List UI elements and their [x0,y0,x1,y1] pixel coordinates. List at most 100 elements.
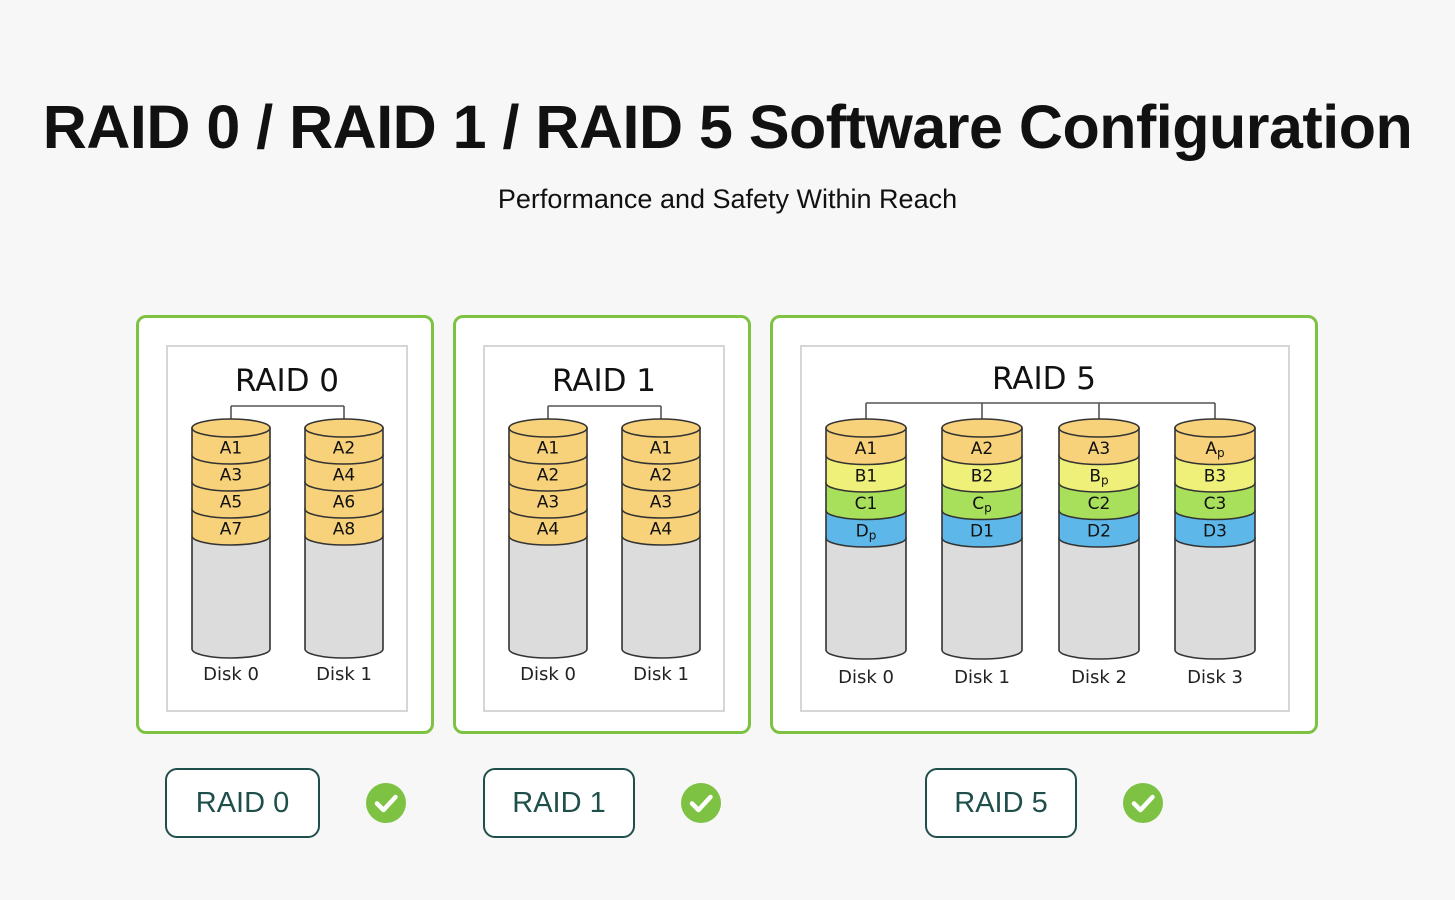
block-label: B3 [1204,466,1226,486]
block-label: A3 [1088,439,1110,459]
block-label: A2 [971,439,993,459]
block-label: C2 [1088,494,1111,514]
data-block [1174,454,1256,493]
block-label: A2 [333,439,355,459]
diagram-title: RAID 1 [552,363,656,399]
disk-cylinder: A4 A3 A2 A1 [508,418,588,659]
block-label: A7 [220,520,242,540]
disk-body [1174,537,1256,660]
data-block [941,482,1023,521]
disk-top [941,418,1023,438]
disk-body [941,537,1023,660]
data-block [304,481,384,519]
data-block [941,509,1023,548]
data-block [191,454,271,492]
data-block [1174,482,1256,521]
block-label: C1 [855,494,878,514]
disk-label: Disk 1 [316,664,372,685]
data-block [508,508,588,546]
disk-body [621,535,701,659]
data-block [825,482,907,521]
page-title: RAID 0 / RAID 1 / RAID 5 Software Config… [42,93,1413,161]
data-block [825,454,907,493]
data-block [1174,427,1256,466]
data-block [621,481,701,519]
data-block [621,508,701,546]
data-block [1058,482,1140,521]
data-block [508,427,588,465]
data-block [1058,454,1140,493]
block-label: A4 [537,520,559,540]
data-block [825,509,907,548]
raid1-button[interactable]: RAID 1 [483,768,635,838]
block-label: B2 [971,466,993,486]
block-label: D3 [1203,521,1227,541]
block-label: C3 [1204,494,1227,514]
disk-body [825,537,907,660]
block-label: A3 [220,466,242,486]
raid1-check-icon [681,783,721,823]
data-block [304,508,384,546]
disk-top [1058,418,1140,438]
disk-label: Disk 0 [203,664,259,685]
disk-top [621,418,701,438]
block-label: A5 [220,493,242,513]
disk-label: Disk 1 [954,667,1010,688]
page-subtitle: Performance and Safety Within Reach [497,184,958,214]
disk-label: Disk 0 [520,664,576,685]
block-label: D2 [1087,521,1111,541]
raid0-button[interactable]: RAID 0 [165,768,320,838]
disk-label: Disk 2 [1071,667,1127,688]
disk-body [191,535,271,659]
block-label: B1 [855,466,877,486]
block-label: A1 [855,439,877,459]
block-label: A6 [333,493,355,513]
data-block [191,481,271,519]
block-label: A2 [537,466,559,486]
data-block [1058,509,1140,548]
disk-label: Disk 1 [633,664,689,685]
disk-body [508,535,588,659]
data-block [304,427,384,465]
disk-top [825,418,907,438]
block-label: D1 [970,521,994,541]
diagram-title: RAID 5 [992,361,1096,397]
block-label: A3 [537,493,559,513]
disk-top [1174,418,1256,438]
disk-top [508,418,588,438]
disk-label: Disk 0 [838,667,894,688]
disk-label: Disk 3 [1187,667,1243,688]
diagram-title: RAID 0 [235,363,339,399]
data-block [304,454,384,492]
data-block [825,427,907,466]
data-block [1174,509,1256,548]
data-block [1058,427,1140,466]
raid5-button[interactable]: RAID 5 [925,768,1077,838]
data-block [508,481,588,519]
block-label: A8 [333,520,355,540]
data-block [191,427,271,465]
data-block [621,427,701,465]
raid0-check-icon [366,783,406,823]
disk-top [191,418,271,438]
data-block [508,454,588,492]
block-label: A1 [537,439,559,459]
block-label: A3 [650,493,672,513]
block-label: A4 [650,520,672,540]
disk-top [304,418,384,438]
data-block [191,508,271,546]
disk-body [304,535,384,659]
